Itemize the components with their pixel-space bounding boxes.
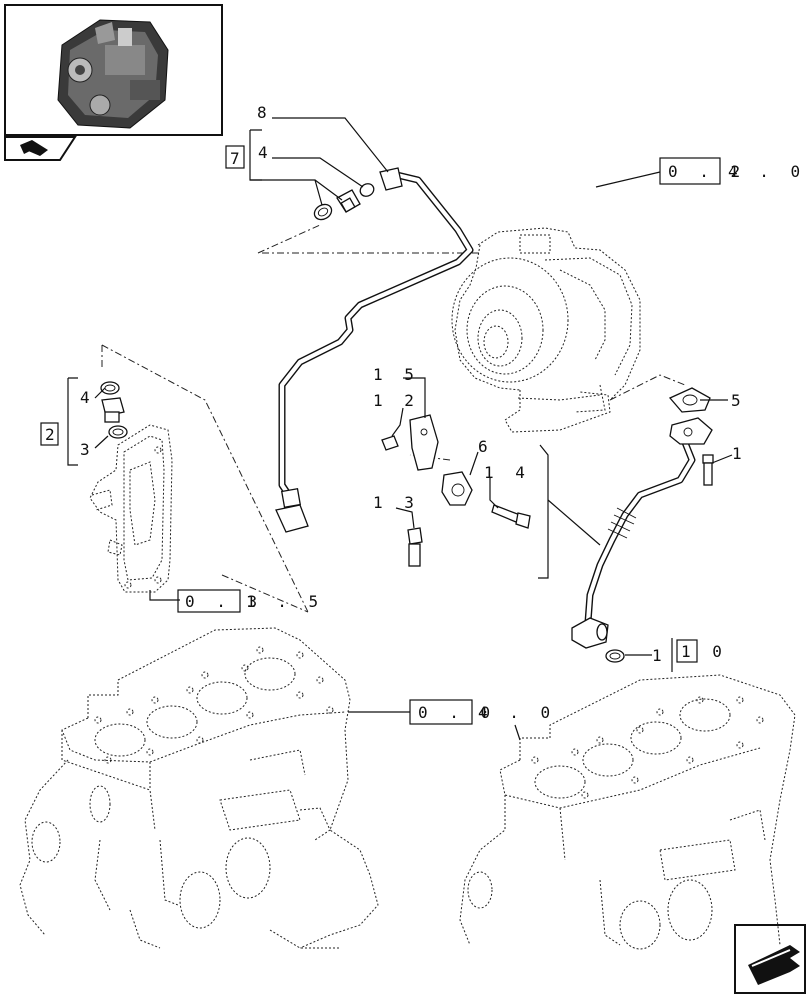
callout-15: 1 5	[373, 365, 420, 384]
callout-3: 3	[80, 440, 96, 459]
callout-1b: 1	[652, 646, 668, 665]
leader-lines	[67, 117, 733, 741]
callout-boxes	[40, 145, 721, 725]
ref-oilfilter-boxed: 0 . 3	[185, 592, 263, 611]
callout-14: 1 4	[484, 463, 531, 482]
callout-4a: 4	[258, 143, 274, 162]
callout-7: 7	[230, 149, 246, 168]
engine-block-left	[19, 627, 379, 949]
fitting-parts	[100, 183, 714, 663]
engine-thumbnail[interactable]	[4, 4, 223, 136]
callout-5: 5	[731, 391, 747, 410]
arrow-prev-icon[interactable]	[4, 136, 77, 161]
oil-filter-housing	[89, 424, 173, 593]
ref-turbo-rest: 4 . 0	[728, 162, 806, 181]
oil-feed-pipe	[275, 167, 474, 533]
callout-12: 1 2	[373, 391, 420, 410]
ref-oilfilter-rest: 1 . 5	[246, 592, 324, 611]
oil-return-pipe	[571, 417, 713, 649]
callout-6: 6	[478, 437, 494, 456]
ref-block-boxed: 0 . 0	[418, 703, 496, 722]
callout-labels: 8 7 4 1 5 1 2 6 1 4 1 3 4 2 3 5 1 1 1 0 …	[45, 103, 806, 722]
callout-10: 1 0	[681, 642, 728, 661]
engine-block-right	[459, 674, 796, 950]
callout-4b: 4	[80, 388, 96, 407]
callout-8: 8	[257, 103, 273, 122]
ref-block-rest: 4 . 0	[478, 703, 556, 722]
arrow-next-icon[interactable]	[734, 924, 806, 994]
construction-lines	[101, 224, 686, 613]
turbocharger	[451, 227, 641, 433]
callout-2: 2	[45, 425, 61, 444]
callout-13: 1 3	[373, 493, 420, 512]
callout-1a: 1	[732, 444, 748, 463]
ref-turbo-boxed: 0 . 2	[668, 162, 746, 181]
